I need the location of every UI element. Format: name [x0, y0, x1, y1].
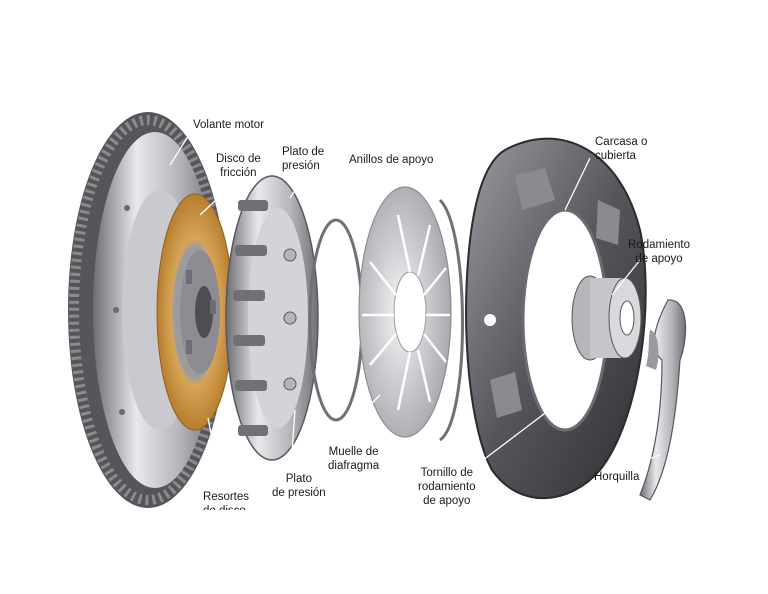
label-resortes-de-disco: Resortes de disco [203, 491, 250, 510]
friction-disc-part [156, 193, 234, 431]
leader-lines [169, 129, 661, 491]
clutch-cover-part [465, 137, 647, 500]
label-muelle-de-diafragma: Muelle de diafragma [328, 446, 380, 472]
release-bearing-part [571, 275, 642, 361]
pressure-plate-part [225, 175, 319, 461]
diaphragm-spring-part [358, 186, 452, 438]
label-rodamiento-de-apoyo: Rodamiento de apoyo [628, 239, 691, 265]
label-tornillo-de-rodamiento: Tornillo de rodamiento de apoyo [418, 467, 476, 507]
label-carcasa-o-cubierta: Carcasa o cubierta [595, 136, 648, 162]
release-fork-part [639, 299, 687, 501]
label-horquilla: Horquilla [594, 471, 640, 483]
label-plato-de-presion-bottom: Plato de presión [272, 473, 326, 499]
label-disco-de-friccion: Disco de fricción [216, 153, 261, 179]
label-volante-motor: Volante motor [193, 119, 264, 131]
label-plato-de-presion-top: Plato de presión [282, 146, 325, 172]
label-anillos-de-apoyo: Anillos de apoyo [349, 154, 434, 166]
